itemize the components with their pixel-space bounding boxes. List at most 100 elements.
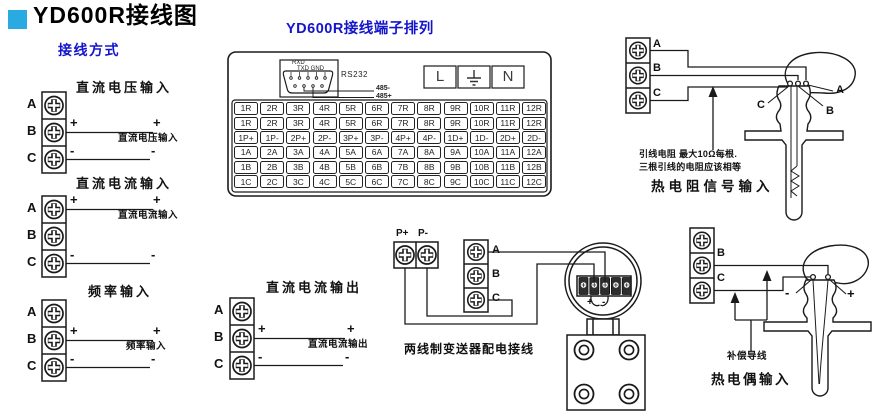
tc-plus-label: + <box>847 286 855 301</box>
rs485-minus-label: 485- <box>376 85 391 92</box>
terminal-label: A <box>27 200 37 215</box>
db9-connector-icon <box>279 59 374 98</box>
transmitter-icon <box>564 242 646 411</box>
terminal-cell: 11C <box>495 175 520 189</box>
terminal-label: C <box>717 272 725 284</box>
terminal-cell: 1A <box>234 146 258 160</box>
terminal-cell: 2R <box>260 102 285 115</box>
tc-minus-label: - <box>785 285 790 300</box>
terminal-label: C <box>492 292 500 304</box>
terminal-cell: 12R <box>522 116 547 130</box>
screw-terminal-icon <box>233 303 251 321</box>
thermocouple-probe-icon <box>763 244 872 397</box>
blue-square-bullet <box>8 10 27 29</box>
terminal-cell: 6R <box>364 102 389 115</box>
terminal-cell: 1B <box>234 160 258 174</box>
polarity-minus: - <box>258 349 263 364</box>
terminal-cell: 11A <box>495 146 520 160</box>
screw-terminal-icon <box>630 67 647 84</box>
terminal-cell: 4R <box>312 116 337 130</box>
terminal-label: A <box>27 96 37 111</box>
terminal-cell: 11R <box>495 102 520 115</box>
p-minus-label: P- <box>418 228 428 239</box>
terminal-panel-title: YD600R接线端子排列 <box>286 21 434 37</box>
polarity-plus: + <box>70 115 78 130</box>
terminal-cell: 9A <box>443 146 468 160</box>
terminal-label: A <box>653 38 661 50</box>
polarity-plus: + <box>347 321 355 336</box>
db9-pin-label: TXD GND <box>297 66 324 72</box>
terminal-cell: 4A <box>312 146 337 160</box>
terminal-block-dc-current <box>41 195 153 278</box>
polarity-plus: + <box>258 321 266 336</box>
polarity-plus: + <box>153 323 161 338</box>
page-title: YD600R接线图 <box>33 2 198 28</box>
wire-label: 直流电压输入 <box>118 133 179 144</box>
terminal-label: C <box>27 150 37 165</box>
terminal-cell: 3A <box>286 146 311 160</box>
rtd-caption: 热电阻信号输入 <box>651 179 774 194</box>
terminal-cell: 6R <box>364 116 389 130</box>
power-live-label: L <box>435 68 445 86</box>
terminal-cell: 1R <box>234 102 258 115</box>
screw-terminal-icon <box>418 246 436 264</box>
ground-icon <box>467 70 481 86</box>
wire-label: 直流电流输入 <box>118 210 179 221</box>
tc-caption: 热电偶输入 <box>711 372 791 387</box>
terminal-cell: 3R <box>286 102 311 115</box>
probe-point-label: B <box>826 105 834 117</box>
terminal-cell: 4C <box>312 175 337 189</box>
polarity-plus: + <box>70 323 78 338</box>
screw-terminal-icon <box>45 124 63 142</box>
section-title: 频率输入 <box>88 284 153 299</box>
polarity-minus: - <box>70 351 75 366</box>
wire-label: 直流电流输出 <box>308 339 369 350</box>
screw-terminal-icon <box>233 357 251 375</box>
terminal-block-frequency <box>41 299 153 382</box>
polarity-minus: - <box>70 247 75 262</box>
terminal-cell: 5R <box>338 102 363 115</box>
rtd-note-line1: 引线电阻 最大10Ω每根. <box>639 149 738 159</box>
screw-terminal-icon <box>694 282 711 299</box>
compensation-wire-label: 补偿导线 <box>727 351 768 362</box>
terminal-cell: 5C <box>338 175 363 189</box>
section-title: 直流电流输出 <box>266 280 363 295</box>
section-title: 直流电流输入 <box>76 176 173 191</box>
terminal-cell: 2P- <box>312 131 337 145</box>
rtd-wiring <box>625 37 856 221</box>
terminal-cell: 4P- <box>417 131 442 145</box>
terminal-label: B <box>27 331 37 346</box>
terminal-cell: 12R <box>522 102 547 115</box>
terminal-label: C <box>27 358 37 373</box>
screw-terminal-icon <box>45 359 63 377</box>
terminal-cell: 6C <box>364 175 389 189</box>
terminal-cell: 7R <box>391 102 416 115</box>
terminal-cell: 1C <box>234 175 258 189</box>
rtd-note-line2: 三根引线的电阻应该相等 <box>639 162 742 172</box>
terminal-cell: 7A <box>391 146 416 160</box>
terminal-cell: 12B <box>522 160 547 174</box>
terminal-label: B <box>717 247 725 259</box>
terminal-label: B <box>653 62 661 74</box>
arrow-up-icon <box>762 270 772 281</box>
terminal-cell: 8B <box>417 160 442 174</box>
power-neutral-label: N <box>502 68 514 86</box>
terminal-cell: 2C <box>260 175 285 189</box>
transmitter-wiring <box>394 239 646 411</box>
terminal-cell: 8R <box>417 102 442 115</box>
terminal-cell: 12C <box>522 175 547 189</box>
terminal-cell: 10R <box>469 102 494 115</box>
polarity-minus: - <box>151 143 156 158</box>
terminal-cell: 3B <box>286 160 311 174</box>
screw-terminal-icon <box>630 92 647 109</box>
terminal-cell: 3R <box>286 116 311 130</box>
terminal-cell: 4R <box>312 102 337 115</box>
terminal-cell: 1P- <box>260 131 285 145</box>
rs232-label: RS232 <box>341 70 368 79</box>
thermocouple-wiring <box>689 227 872 397</box>
terminal-cell: 6A <box>364 146 389 160</box>
terminal-label: B <box>492 268 500 280</box>
screw-terminal-icon <box>468 244 485 261</box>
terminal-cell: 11B <box>495 160 520 174</box>
terminal-label: C <box>214 356 224 371</box>
